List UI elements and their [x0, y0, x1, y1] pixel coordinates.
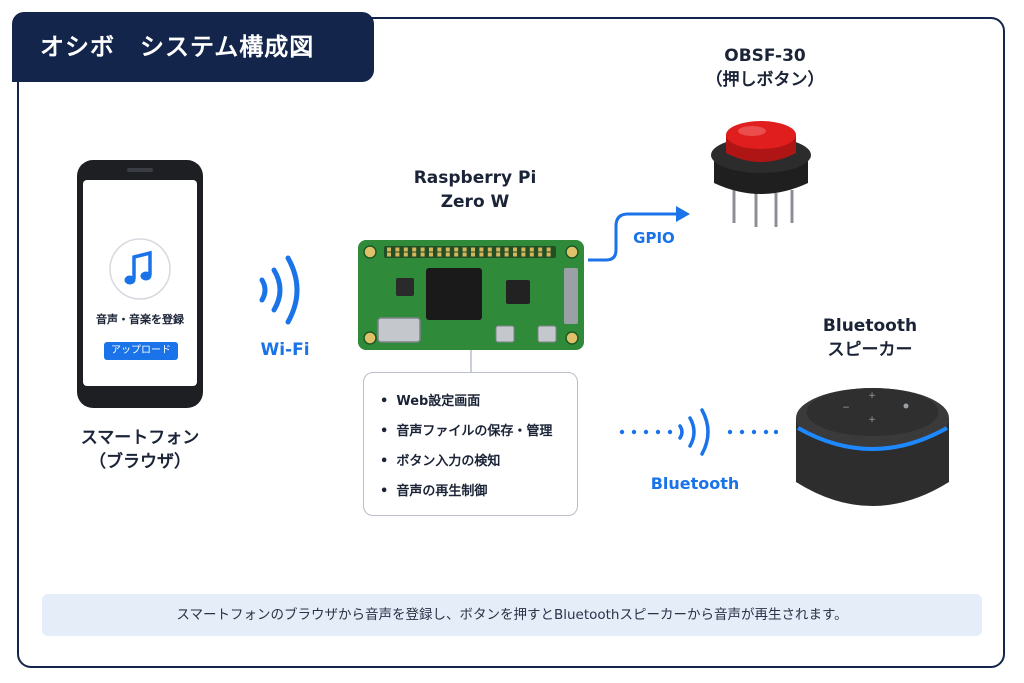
- wifi-icon: [259, 255, 300, 325]
- gpio-pin: [496, 252, 501, 257]
- gpio-label: GPIO: [633, 229, 675, 247]
- gpio-pin: [479, 247, 484, 252]
- gpio-pin: [471, 247, 475, 252]
- diagram-frame: [17, 17, 1005, 668]
- gpio-pin: [496, 247, 501, 252]
- bluetooth-label: Bluetooth: [650, 474, 740, 493]
- gpio-pin: [437, 247, 442, 252]
- gpio-pin: [521, 252, 526, 257]
- wifi-label: Wi-Fi: [260, 340, 310, 360]
- music-note-icon: [109, 238, 171, 300]
- pi-label: Raspberry Pi Zero W: [385, 166, 565, 214]
- gpio-pin: [437, 252, 442, 257]
- speaker-label-line1: Bluetooth: [822, 316, 918, 336]
- gpio-pin: [420, 247, 425, 252]
- gpio-pin: [504, 252, 509, 257]
- gpio-pin: [521, 247, 526, 252]
- gpio-pin: [429, 247, 433, 252]
- gpio-pin: [445, 252, 450, 257]
- gpio-pin: [479, 252, 484, 257]
- gpio-pin: [445, 247, 450, 252]
- gpio-pin: [412, 247, 417, 252]
- button-label-line1: OBSF-30: [724, 46, 806, 66]
- bluetooth-speaker-icon: + + −: [796, 388, 949, 506]
- gpio-pin: [529, 247, 534, 252]
- pi-feature-list: Web設定画面 音声ファイルの保存・管理 ボタン入力の検知 音声の再生制御: [363, 372, 578, 516]
- push-button-icon: [711, 121, 811, 227]
- gpio-pin: [429, 252, 433, 257]
- gpio-pin: [454, 252, 459, 257]
- gpio-pin: [462, 252, 467, 257]
- gpio-pin: [504, 247, 509, 252]
- gpio-pin: [487, 247, 492, 252]
- gpio-pin: [454, 247, 459, 252]
- upload-button[interactable]: アップロード: [104, 342, 178, 360]
- button-label-line2: （押しボタン）: [705, 70, 825, 90]
- phone-label: スマートフォン （ブラウザ）: [55, 426, 225, 474]
- pi-feature-item: Web設定画面: [380, 387, 577, 417]
- gpio-pin: [403, 247, 408, 252]
- gpio-pin: [420, 252, 425, 257]
- svg-text:−: −: [842, 403, 850, 413]
- gpio-pin: [487, 252, 492, 257]
- pi-label-line1: Raspberry Pi: [413, 168, 537, 188]
- phone-label-line2: （ブラウザ）: [89, 452, 191, 472]
- gpio-pin: [387, 252, 391, 257]
- gpio-pin: [529, 252, 534, 257]
- phone-label-line1: スマートフォン: [80, 428, 200, 448]
- gpio-pin: [462, 247, 467, 252]
- gpio-pin: [538, 252, 543, 257]
- gpio-pin: [546, 247, 551, 252]
- pi-to-features-connector: [470, 350, 472, 374]
- svg-text:+: +: [868, 415, 876, 425]
- gpio-pin: [513, 247, 517, 252]
- pi-label-line2: Zero W: [440, 192, 510, 212]
- pi-feature-item: 音声の再生制御: [380, 477, 577, 507]
- gpio-pin: [395, 252, 400, 257]
- svg-text:+: +: [868, 391, 876, 401]
- pi-feature-item: 音声ファイルの保存・管理: [380, 417, 577, 447]
- gpio-pin: [387, 247, 391, 252]
- speaker-label: Bluetooth スピーカー: [790, 314, 950, 362]
- bluetooth-signal-icon: [619, 408, 778, 456]
- pi-feature-item: ボタン入力の検知: [380, 447, 577, 477]
- gpio-pin: [395, 247, 400, 252]
- gpio-pin: [471, 252, 475, 257]
- phone-screen-text: 音声・音楽を登録: [96, 313, 184, 326]
- gpio-pin: [513, 252, 517, 257]
- raspberry-pi-board-icon: [358, 240, 584, 350]
- gpio-arrow-icon: [588, 206, 690, 262]
- button-label: OBSF-30 （押しボタン）: [685, 44, 845, 92]
- gpio-pin: [403, 252, 408, 257]
- footer-caption: スマートフォンのブラウザから音声を登録し、ボタンを押すとBluetoothスピー…: [42, 594, 982, 636]
- gpio-pin: [538, 247, 543, 252]
- gpio-pin: [412, 252, 417, 257]
- speaker-label-line2: スピーカー: [827, 340, 913, 360]
- page-title: オシボ システム構成図: [12, 12, 374, 82]
- gpio-pin: [546, 252, 551, 257]
